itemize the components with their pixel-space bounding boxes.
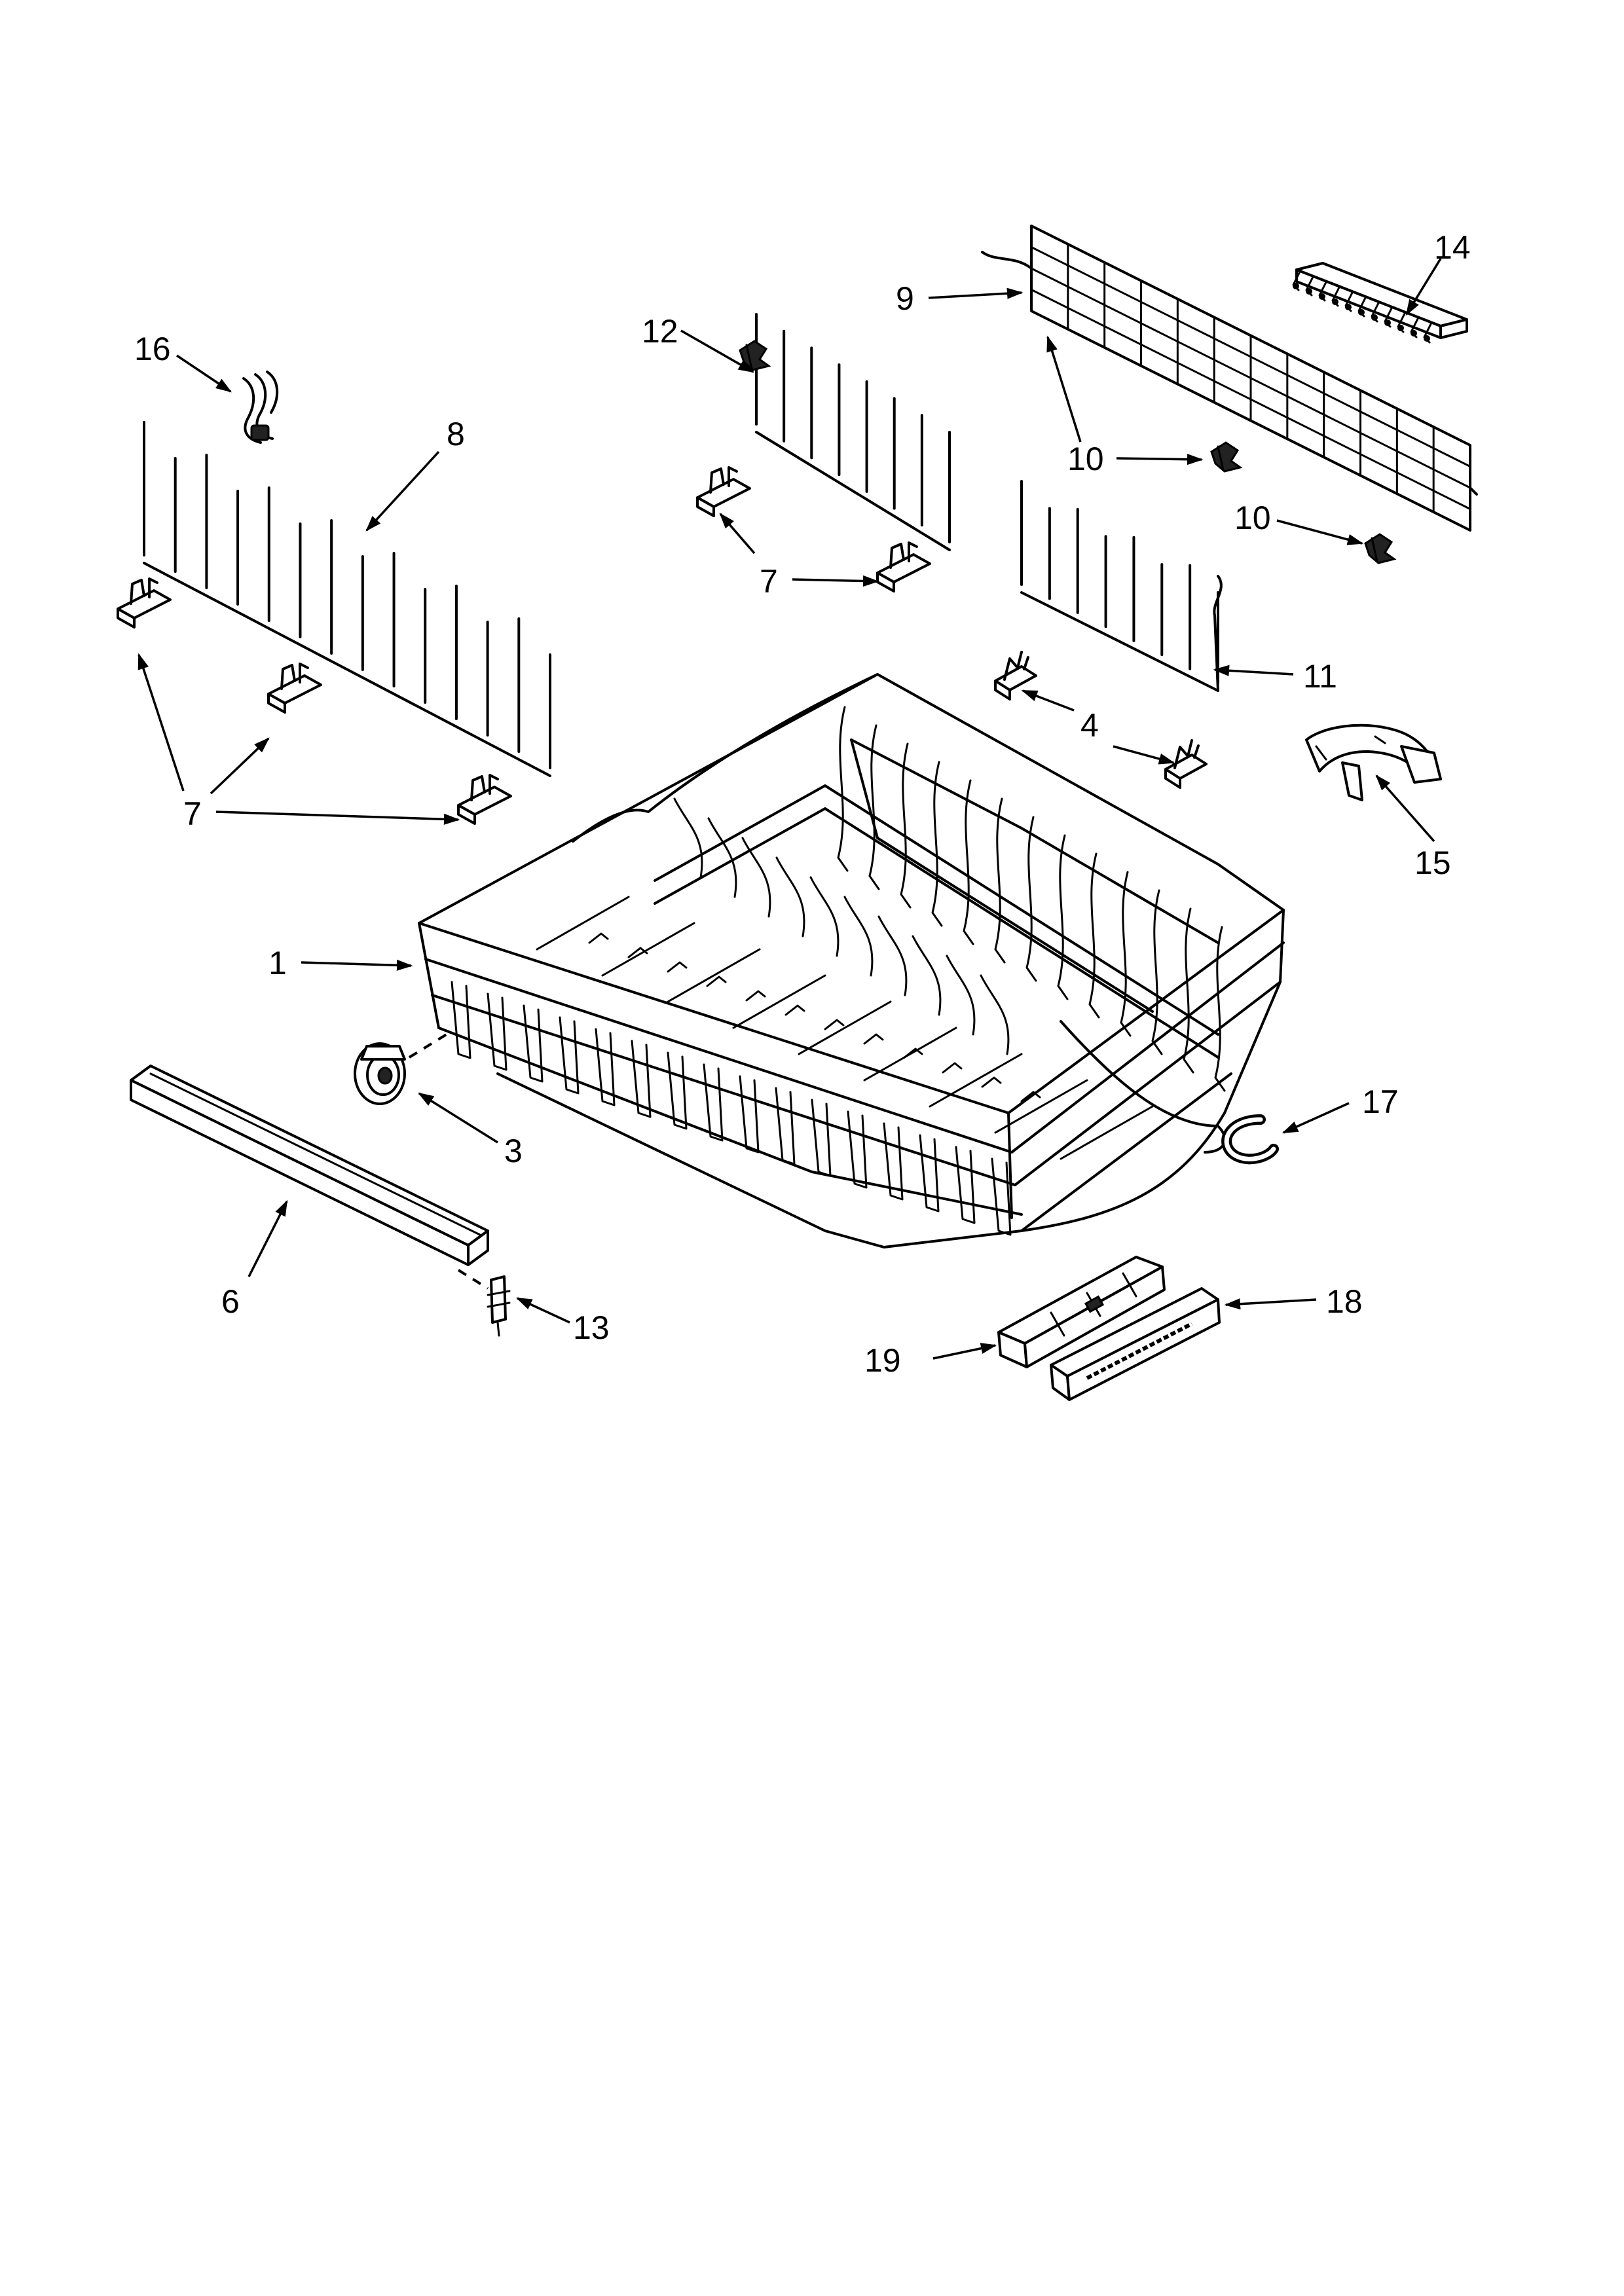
part-7-clips xyxy=(117,466,931,825)
callout-18: 18 xyxy=(1326,1283,1363,1320)
part-10-clips xyxy=(739,340,1397,564)
part-12-tine-row xyxy=(755,313,951,551)
callout-6: 6 xyxy=(221,1283,240,1320)
callout-14: 14 xyxy=(1434,229,1471,266)
callout-10-upper: 10 xyxy=(1067,441,1104,477)
part-4-clips xyxy=(994,651,1208,789)
callout-19: 19 xyxy=(864,1342,901,1379)
callout-10-lower: 10 xyxy=(1234,500,1271,536)
part-8-tine-row xyxy=(143,421,551,777)
part-11-tine-row xyxy=(1020,480,1223,692)
part-14-tine-comb xyxy=(1292,262,1468,344)
callout-16: 16 xyxy=(134,331,171,367)
callout-11: 11 xyxy=(1303,658,1337,695)
callout-3: 3 xyxy=(504,1133,523,1169)
callout-17: 17 xyxy=(1362,1084,1399,1120)
part-9-cup-shelf-grid xyxy=(981,225,1478,532)
callout-13: 13 xyxy=(573,1309,610,1346)
callout-1: 1 xyxy=(268,945,287,981)
part-16-clip xyxy=(242,371,279,444)
callout-15: 15 xyxy=(1414,845,1451,881)
part-19-handle-base xyxy=(997,1256,1166,1368)
callout-4: 4 xyxy=(1080,707,1099,744)
leader-lines xyxy=(138,258,1442,1360)
part-3-wheel xyxy=(354,1030,453,1105)
callout-labels: 1 3 4 6 7 7 8 9 10 10 11 12 13 14 15 16 … xyxy=(134,229,1471,1379)
callout-9: 9 xyxy=(896,280,914,317)
part-18-handle-cover xyxy=(1050,1287,1221,1401)
part-1-upper-rack xyxy=(418,673,1285,1248)
callout-7-middle: 7 xyxy=(760,563,778,600)
callout-7-left: 7 xyxy=(183,795,202,832)
part-13-clip xyxy=(487,1275,511,1337)
callout-12: 12 xyxy=(642,313,678,350)
part-6-rail xyxy=(130,1065,489,1290)
callout-8: 8 xyxy=(447,416,465,452)
part-17-hook xyxy=(1221,1114,1279,1165)
part-15-bracket xyxy=(1305,723,1442,801)
